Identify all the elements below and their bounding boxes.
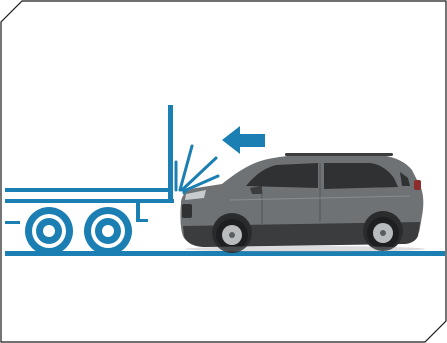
trailer-frame-right: [136, 203, 140, 221]
suv-taillight: [414, 180, 421, 190]
suv-wheel-rear: [367, 217, 399, 249]
trailer-wheel-front: [25, 207, 73, 255]
suv-grille: [182, 204, 192, 218]
trailer-deck-top: [5, 188, 173, 192]
ground-line: [5, 251, 445, 256]
trailer-wheel-rear: [84, 207, 132, 255]
trailer-frame-right-foot: [136, 219, 148, 222]
suv-shadow: [185, 246, 425, 252]
trailer-frame-left: [5, 221, 20, 224]
suv-wheel-front: [216, 219, 248, 251]
suv-roof-rail: [285, 153, 393, 156]
